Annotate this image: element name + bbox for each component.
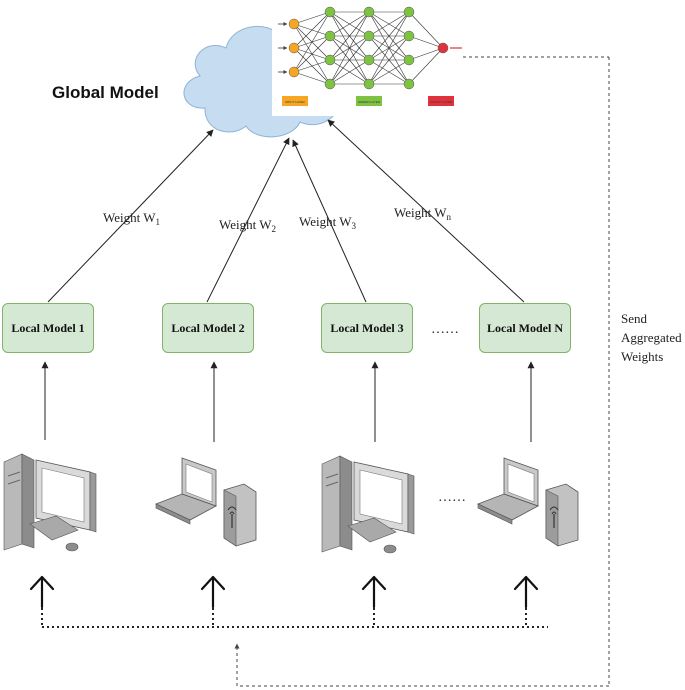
nn-node bbox=[437, 42, 449, 54]
nn-legend-input bbox=[282, 96, 308, 106]
nn-edge bbox=[408, 11, 444, 49]
nn-node bbox=[363, 78, 375, 90]
distribution-dotted-lines bbox=[41, 608, 548, 628]
nn-node bbox=[288, 42, 300, 54]
nn-edge bbox=[408, 47, 444, 61]
local-model-3: Local Model 3 bbox=[321, 303, 413, 353]
local-model-2-label: Local Model 2 bbox=[171, 320, 245, 335]
desktop-computer-icon bbox=[321, 455, 415, 554]
nn-node bbox=[324, 78, 336, 90]
desktop-computer-icon bbox=[3, 453, 97, 552]
models-ellipsis: …… bbox=[431, 322, 459, 337]
weight-label-2: Weight W2 bbox=[219, 217, 276, 234]
global-model-title: Global Model bbox=[52, 83, 159, 102]
weight-arrow-3 bbox=[292, 139, 367, 303]
nn-edge bbox=[329, 59, 370, 85]
laptop-computer-icon bbox=[154, 457, 257, 547]
nn-legend-output bbox=[428, 96, 454, 106]
nn-node bbox=[324, 54, 336, 66]
nn-edge bbox=[408, 47, 444, 85]
nn-legend-input-text: INPUT LAYER bbox=[285, 100, 305, 104]
nn-edge bbox=[293, 11, 331, 73]
nn-node bbox=[363, 30, 375, 42]
local-model-1-label: Local Model 1 bbox=[11, 320, 85, 335]
neural-network-icon: INPUT LAYER HIDDEN LAYER OUTPUT LAYER bbox=[272, 0, 462, 116]
nn-legend-output-text: OUTPUT LAYER bbox=[430, 100, 454, 104]
nn-edge bbox=[293, 11, 331, 25]
nn-node bbox=[288, 18, 300, 30]
nn-node bbox=[363, 54, 375, 66]
local-model-1: Local Model 1 bbox=[2, 303, 94, 353]
nn-edge bbox=[368, 59, 410, 85]
devices-ellipsis: …… bbox=[438, 490, 466, 505]
upload-arrow-icon bbox=[513, 575, 539, 609]
nn-edge bbox=[329, 11, 370, 37]
nn-node bbox=[403, 54, 415, 66]
upload-arrow-icon bbox=[29, 575, 55, 609]
upload-arrow-icon bbox=[200, 575, 226, 609]
nn-edge bbox=[329, 11, 370, 85]
weight-label-4: Weight Wn bbox=[394, 205, 452, 222]
weight-label-1: Weight W1 bbox=[103, 210, 160, 227]
nn-edge bbox=[368, 35, 410, 85]
aggregation-feedback-line bbox=[234, 56, 610, 687]
nn-edge bbox=[329, 11, 370, 61]
nn-edge bbox=[293, 11, 331, 49]
local-model-2: Local Model 2 bbox=[162, 303, 254, 353]
weight-arrow-4 bbox=[327, 119, 525, 303]
nn-edge bbox=[368, 11, 410, 85]
nn-node bbox=[324, 30, 336, 42]
nn-node bbox=[403, 6, 415, 18]
upload-arrow-icon bbox=[361, 575, 387, 609]
nn-edge bbox=[293, 59, 331, 73]
laptop-computer-icon bbox=[476, 457, 579, 547]
nn-edge bbox=[408, 35, 444, 49]
local-model-n-label: Local Model N bbox=[487, 320, 563, 335]
weight-arrow-1 bbox=[47, 129, 214, 303]
send-label-line2: Aggregated bbox=[621, 330, 682, 345]
local-model-n: Local Model N bbox=[479, 303, 571, 353]
nn-edge bbox=[293, 71, 331, 85]
send-label-line1: Send bbox=[621, 311, 648, 326]
nn-node bbox=[363, 6, 375, 18]
nn-legend-hidden-text: HIDDEN LAYER bbox=[358, 100, 381, 104]
weight-label-3: Weight W3 bbox=[299, 214, 357, 231]
nn-edge bbox=[293, 35, 331, 73]
send-label-line3: Weights bbox=[621, 349, 663, 364]
nn-legend-hidden bbox=[356, 96, 382, 106]
nn-node bbox=[288, 66, 300, 78]
local-model-3-label: Local Model 3 bbox=[330, 320, 404, 335]
nn-node bbox=[403, 78, 415, 90]
nn-edge bbox=[368, 11, 410, 37]
nn-node bbox=[403, 30, 415, 42]
nn-edge bbox=[329, 35, 370, 85]
weight-arrow-2 bbox=[206, 137, 290, 303]
nn-edge bbox=[368, 11, 410, 61]
nn-node bbox=[324, 6, 336, 18]
